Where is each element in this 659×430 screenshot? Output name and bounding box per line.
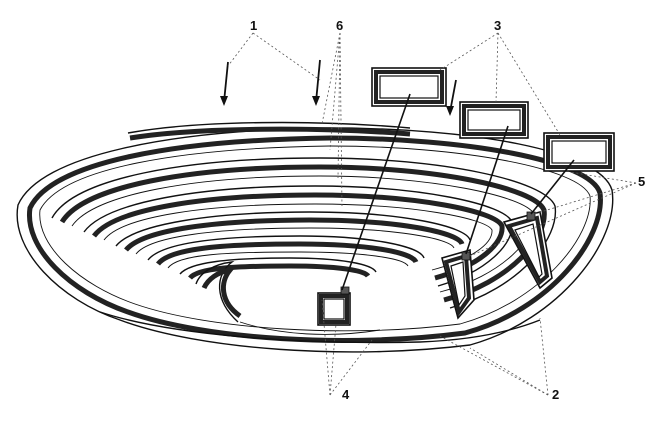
pit-bottom <box>99 311 541 344</box>
leader-lines <box>227 32 637 396</box>
surface-bin-2 <box>459 101 529 139</box>
callout-6: 6 <box>336 18 343 33</box>
surface-ledge <box>127 121 411 141</box>
surface-bin-3 <box>543 132 615 172</box>
pit-bin-upper <box>502 210 553 290</box>
pit-bin-bottom <box>317 286 351 326</box>
callout-3: 3 <box>494 18 501 33</box>
callout-2: 2 <box>552 387 559 402</box>
load-arrows <box>220 59 457 116</box>
callout-4: 4 <box>342 387 350 402</box>
callout-1: 1 <box>250 18 257 33</box>
conveyors <box>341 93 575 291</box>
pit-outer-rim <box>16 127 614 353</box>
pit-bin-middle <box>441 248 475 320</box>
pit-benches <box>51 157 557 323</box>
callout-5: 5 <box>638 174 645 189</box>
surface-bin-1 <box>371 67 447 107</box>
